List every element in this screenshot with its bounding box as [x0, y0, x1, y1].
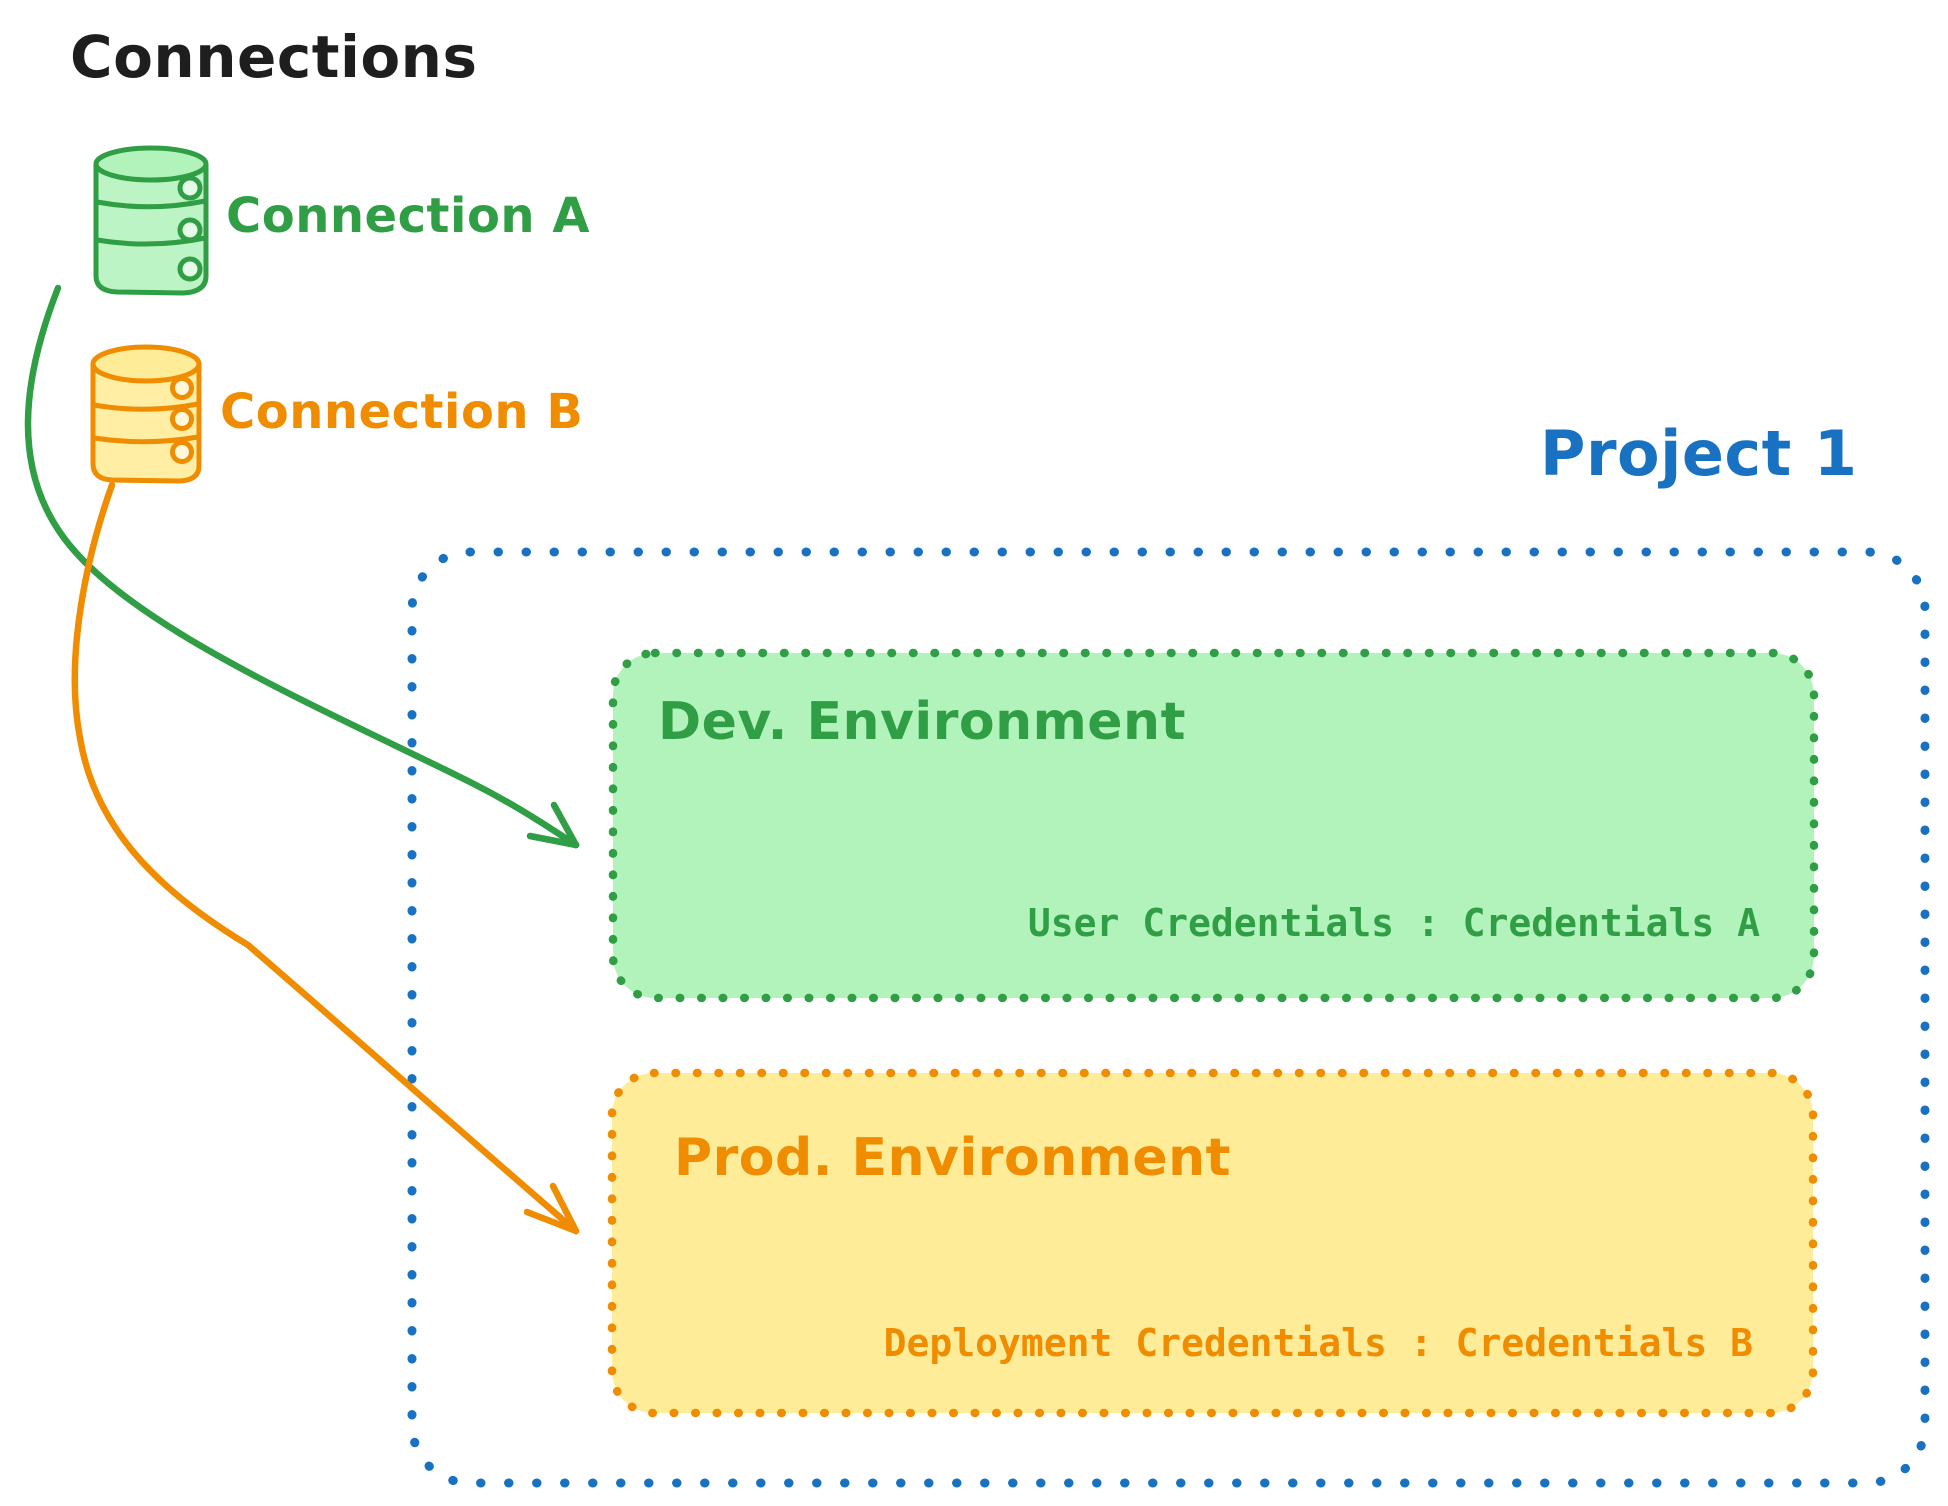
dev-environment-box — [608, 648, 1819, 1003]
connections-panel-title: Connections — [70, 23, 478, 91]
prod-environment-box — [607, 1068, 1818, 1418]
project-1-container-box — [407, 547, 1930, 1488]
dev-environment-title: Dev. Environment — [658, 692, 1186, 752]
arrow-connection-b-to-prod — [71, 481, 580, 1235]
database-icon — [90, 344, 202, 484]
arrow-connection-a-to-dev — [24, 284, 580, 849]
database-icon — [93, 145, 209, 296]
connection-a-label: Connection A — [226, 188, 590, 244]
project-1-title: Project 1 — [1540, 417, 1858, 490]
dev-credentials-label: User Credentials : Credentials A — [1027, 901, 1760, 945]
prod-environment-title: Prod. Environment — [674, 1128, 1232, 1188]
prod-credentials-label: Deployment Credentials : Credentials B — [883, 1321, 1753, 1365]
connection-b-label: Connection B — [220, 384, 584, 440]
